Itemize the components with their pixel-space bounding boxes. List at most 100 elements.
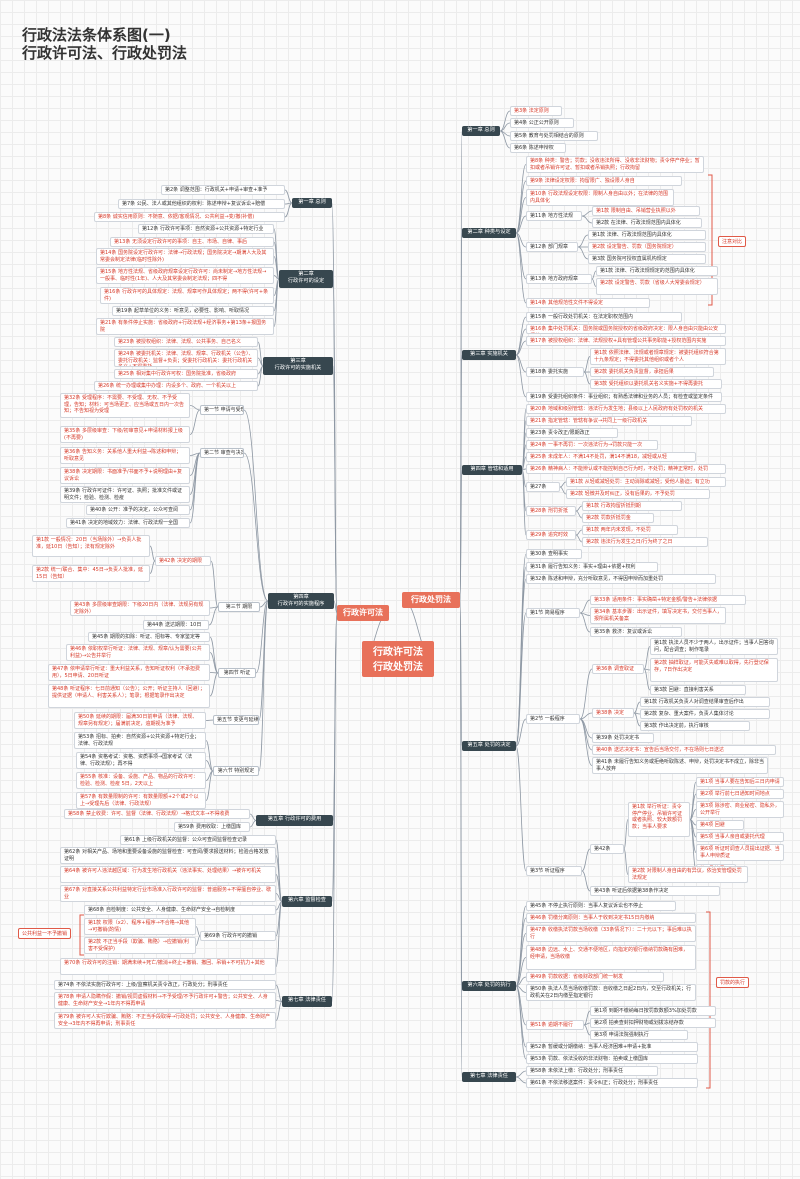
node-R4h2[interactable]: 第2款 罚款折抵罚金 [582, 513, 654, 523]
node-L6b[interactable]: 第62条 对相关产品、场地和重要设备设施的监督检查：可查阅/要求报送材料；检验合… [60, 847, 276, 864]
node-R5l1c[interactable]: 第3项 除涉密、商业秘密、隐私外，公开举行 [696, 801, 784, 818]
node-R5g[interactable]: 第36条 调查取证 [592, 664, 644, 674]
node-R5b[interactable]: 第31条 履行告知义务：事实+理由+依据+权利 [526, 562, 658, 572]
node-L2d[interactable]: 第15条 地方性法规、省级政府规章设定行政许可：尚未制定→地方性法规→一般事、临… [96, 267, 274, 284]
node-R6e[interactable]: 第49条 罚款收据：省级财政部门统一制发 [526, 972, 664, 982]
node-L4o[interactable]: 第50条 延续的期限：届满30日前申请（法律、法规、规章另有规定）；届满前决定，… [74, 712, 206, 729]
node-R2[interactable]: 第二章 种类与设定 [462, 228, 516, 238]
node-R5l[interactable]: 第42条 [590, 844, 624, 854]
node-R4d[interactable]: 第24条 一事不再罚：一次违法行为→罚款只能一次 [526, 440, 658, 450]
node-L4r[interactable]: 第55条 核准：设备、设施、产品、物品的行政许可：检验、检测、检疫 5日，2天以… [76, 772, 206, 789]
node-R6d[interactable]: 第48条 边远、水上、交通不便地区，向指定的银行缴纳罚款确有困难，经申请，当场收… [526, 945, 696, 970]
node-R2e[interactable]: 第12条 部门规章 [526, 242, 578, 252]
node-L4s2[interactable]: 第二节 审查与决定 [200, 448, 244, 458]
node-R4i1[interactable]: 第1款 两年内未发现，不处罚 [582, 525, 678, 535]
node-R4e[interactable]: 第25条 未成年人：不满14不处罚，满14不满18，减轻或从轻 [526, 452, 696, 462]
node-R2d1[interactable]: 第1款 限制自由、吊销营业执照以外 [592, 206, 700, 216]
node-L4h[interactable]: 第42条 决定的期限 [155, 556, 211, 566]
node-L4k[interactable]: 第45条 期限的扣除：听证、招标等、专家鉴定等 [88, 632, 210, 642]
node-R3b[interactable]: 第16条 集中处罚机关：国务院或国务院授权的省级政府决定：限人身自由只能由公安行… [526, 324, 726, 334]
node-L3b[interactable]: 第24条 被委托机关：法律、法规、规章、行政机关（公告）、委托行政机关：监督+负… [114, 349, 258, 367]
node-R4g[interactable]: 第27条 [526, 482, 560, 492]
node-R2b[interactable]: 第9条 法律设定权限：拘留限广、独设限人身自 [526, 176, 682, 186]
node-L6g[interactable]: 第70条 行政许可的注销：期满未续+死亡/撤消+终止+撤销、撤回、吊销+不可抗力… [60, 958, 276, 975]
node-R5m[interactable]: 第43条 听证后依据第38条作决定 [590, 886, 720, 896]
node-R5g2[interactable]: 第2款 抽样取证，可能灭失或难以取得，先行登记保存，7日作出决定 [650, 658, 778, 682]
node-R1c[interactable]: 第5条 教育与处罚相结合的原则 [510, 131, 598, 141]
node-R5k[interactable]: 第41条 未履行告知义务或拒绝听取陈述、申辩，处罚决定书不成立，除非当事人放弃 [592, 757, 768, 774]
node-L3d[interactable]: 第26条 统一办理或集中办理：内设多个、政府、一个机关以上 [94, 381, 258, 391]
node-R5l1b[interactable]: 第2项 举行前七日通知时间地点 [696, 789, 784, 799]
node-L4e[interactable]: 第39条 行政许可证件：许可证、执照；批准文件或证明文件；检验、检测、检疫 [60, 486, 190, 503]
node-R6g[interactable]: 第51条 逾期不履行 [526, 1020, 584, 1030]
node-L2[interactable]: 第二章 行政许可的设定 [279, 270, 333, 288]
node-L4h2[interactable]: 第2款 统一/联合、集中：45日→负责人批准，延15日（告知） [32, 565, 150, 582]
node-L4s[interactable]: 第57条 有数量限制的许可：有数量限额+2个或2个以上→受理先后（法律、行政法规… [76, 792, 206, 809]
node-L3[interactable]: 第三章 行政许可的实施机关 [263, 357, 333, 375]
node-R6a[interactable]: 第45条 不停止执行原则：当事人复议诉讼也不停止 [526, 901, 676, 911]
node-L1c[interactable]: 第8条 诚实信用原则：不随意、依据/客观情况、公共利益→变/撤(补偿) [94, 212, 285, 222]
node-R6b[interactable]: 第46条 罚缴分离原则：当事人于收到决定书15日内缴纳 [526, 913, 696, 923]
node-L4n[interactable]: 第48条 听证程序：七日前通知（公告）；公开；听证主持人（回避）；提供证据（申请… [48, 684, 210, 708]
node-L5a[interactable]: 第58条 禁止收费：许可、监督（法律、行政法规）→格式文本→不得收费 [64, 809, 250, 819]
node-R2e1[interactable]: 第1款 法律、行政法规范围内具体化 [588, 230, 706, 240]
node-R5s2[interactable]: 第2节 一般程序 [526, 714, 580, 724]
node-R4a[interactable]: 第20条 地域和级别管辖：违法行为发生地；县级以上人民政府有处罚权的机关 [526, 404, 726, 414]
node-R2e2[interactable]: 第2款 设定警告、罚款（国务院规定） [588, 242, 706, 252]
node-L4s6[interactable]: 第六节 特别规定 [213, 766, 259, 776]
node-L2c[interactable]: 第14条 国务院设定行政许可：法律→行政法规；国务院决定→期满人大及其常委会制定… [96, 248, 274, 265]
node-R6g3[interactable]: 第3项 申请法院强制执行 [590, 1030, 688, 1040]
node-R4f[interactable]: 第26条 精神病人：不能辨认或不能控制自己行为时，不处罚；精神正常时，处罚 [526, 464, 726, 474]
node-R5f[interactable]: 第35条 救济：复议或诉讼 [590, 627, 682, 637]
node-root[interactable]: 行政许可法 行政处罚法 [362, 641, 434, 677]
node-R5l1e[interactable]: 第5项 当事人亲自或委托代理 [696, 832, 784, 842]
node-R4g1[interactable]: 第1款 从轻或减轻处罚：主动消除或减轻；受他人胁迫；有立功 [566, 477, 726, 487]
node-R6h[interactable]: 第52条 暂缓或分期缴纳：当事人经济困难+申请+批准 [526, 1042, 698, 1052]
node-R2a[interactable]: 第8条 种类：警告；罚款；没收违法所得、没收非法财物；责令停产停业；暂扣或者吊销… [526, 156, 704, 173]
node-R5h1[interactable]: 第1款 行政机关负责人对调查结果审查后作出 [640, 697, 770, 707]
node-R4[interactable]: 第四章 管辖和适用 [462, 465, 522, 475]
node-L4a[interactable]: 第32条 受理程序：不需要、不受理、无权、不予受理，告知；材料：可当场更正、应当… [60, 393, 190, 418]
node-R5l1f[interactable]: 第6项 听证时调查人员提出证据、当事人申辩质证 [696, 844, 784, 861]
node-L7c[interactable]: 第79条 被许可人实行欺骗、贿赂：不正当手段取得→行政处罚；公共安全、人身健康、… [54, 1012, 276, 1029]
node-R3d3[interactable]: 第3款 受托组织以委托机关名义实施+不得再委托 [590, 379, 722, 389]
node-L4i[interactable]: 第43条 多层级审查期限：下级20日内（法律、法规另有规定除外） [70, 600, 210, 616]
node-R5s1[interactable]: 第1节 简易程序 [526, 608, 580, 618]
node-L4l[interactable]: 第46条 依职权举行听证：法律、法规、规章/认为需要(公共利益)→公告并举行 [66, 644, 210, 661]
node-L4g[interactable]: 第41条 决定的地域效力：法律、行政法规一全国 [66, 518, 190, 528]
node-L6[interactable]: 第六章 监督检查 [282, 896, 332, 907]
node-R4h[interactable]: 第28条 刑罚折抵 [526, 506, 576, 516]
node-R5i[interactable]: 第39条 处罚决定书 [592, 733, 654, 743]
node-R6g1[interactable]: 第1项 到期不缴纳每日按罚款数额3%加处罚款 [590, 1006, 716, 1016]
node-R3a[interactable]: 第15条 一般行政处罚机关：在法定职权范围内 [526, 312, 682, 322]
node-R5l2[interactable]: 第2款 对限制人身自由的有异议，依治安管理处罚法规定 [628, 866, 748, 883]
node-L6e[interactable]: 第68条 自检制度：公共安全、人身健康、生命财产安全→自检制度 [84, 905, 276, 915]
node-L1[interactable]: 第一章 总则 [292, 198, 332, 208]
node-R3[interactable]: 第三章 实施机关 [462, 350, 516, 360]
node-R2d2[interactable]: 第2款 在法律、行政法规范围内具体化 [592, 218, 702, 228]
node-L4j[interactable]: 第44条 送达期限：10日 [143, 620, 209, 630]
node-R5h3[interactable]: 第3款 作出决定前，执行审核 [640, 721, 750, 731]
node-L4s3[interactable]: 第三节 期限 [218, 602, 260, 612]
node-R7a[interactable]: 第58条 未依法上缴：行政处分；刑事责任 [526, 1066, 658, 1076]
node-R3c[interactable]: 第17条 被授权组织：法律、法规授权+具有管理公共事务职能+授权范围内实施 [526, 336, 726, 346]
node-R5g3[interactable]: 第3款 回避：直接利害关系 [650, 685, 746, 695]
node-R2f1[interactable]: 第1款 法律、行政法规规定的范围内具体化 [596, 266, 718, 276]
node-L6a[interactable]: 第61条 上级行政机关的监督：公众可查阅监督检查记录 [120, 835, 276, 845]
node-R1a[interactable]: 第3条 法定原则 [510, 106, 562, 116]
node-R6i[interactable]: 第53条 罚款、依法没收的非法财物：拍卖或上缴国库 [526, 1054, 698, 1064]
node-R5[interactable]: 第五章 处罚的决定 [462, 741, 516, 751]
node-L2b[interactable]: 第13条 无须设定行政许可的事项：自主、市场、自律、事后 [110, 237, 274, 247]
node-R1b[interactable]: 第4条 公正公开原则 [510, 118, 574, 128]
node-L4h1[interactable]: 第1款 一般情况：20日（当场除外）→负责人批准，延10日（告知）；法有规定除外 [32, 535, 150, 557]
node-L4c[interactable]: 第36条 告知义务：关系他人重大利益→陈述和申辩；听取意见 [60, 447, 190, 464]
node-L4q[interactable]: 第54条 资格考试：资格、资质事项→国家考试（法律、行政法规）；再不得 [76, 752, 206, 769]
node-R5l1a[interactable]: 第1项 当事人要在告知后三日内申请 [696, 777, 784, 787]
node-R5e[interactable]: 第34条 基本步骤：出示证件，填写决定书，交付当事人，报所属机关备案 [590, 607, 726, 624]
node-R5c[interactable]: 第32条 陈述和申辩，充分听取意见，不得因申辩而加重处罚 [526, 574, 716, 584]
node-R5d[interactable]: 第33条 适用条件：事实确凿+特定金额/警告+法律依据 [590, 595, 746, 605]
node-L6c[interactable]: 第64条 被许可人违法越区域：行为发生地行政机关（违法事实、处理结果）→被许可机… [60, 866, 276, 883]
node-right_root[interactable]: 行政处罚法 [402, 592, 460, 608]
node-R2f2[interactable]: 第2款 设定警告、罚款（省级人大常委会规定） [596, 278, 718, 295]
node-R3d[interactable]: 第18条 委托实施 [526, 367, 584, 377]
